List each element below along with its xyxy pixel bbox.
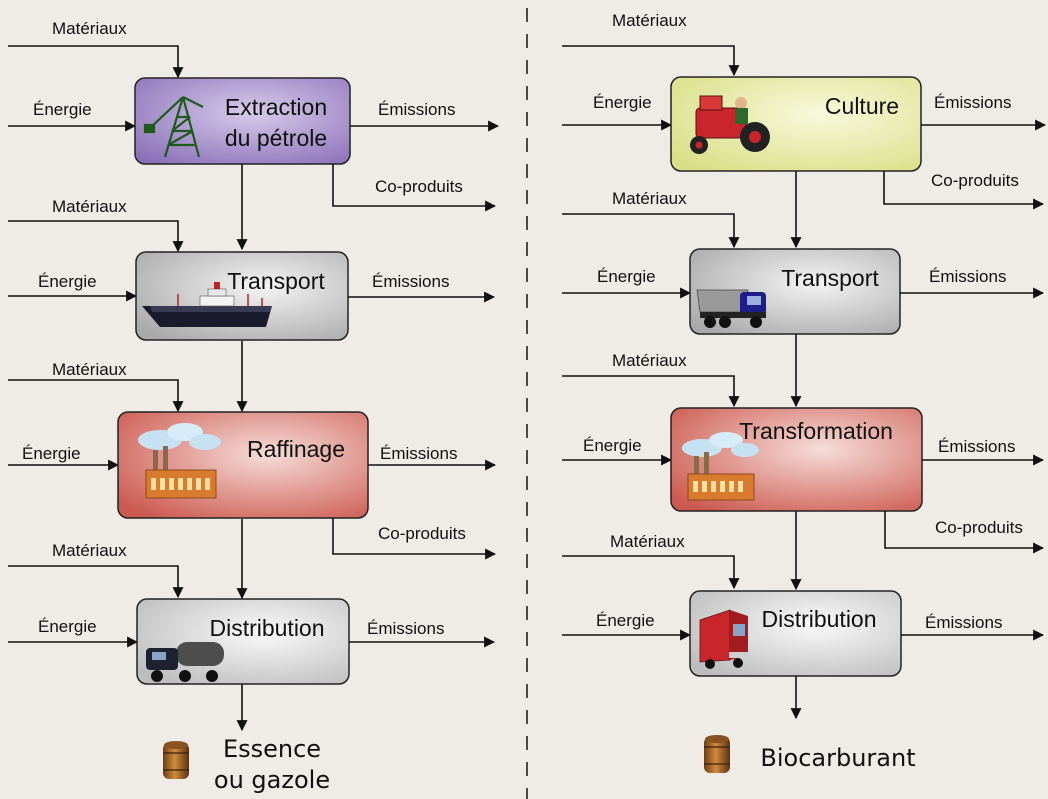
energie-label: Énergie bbox=[583, 436, 642, 455]
barrel-icon bbox=[704, 735, 730, 773]
petrole-chain: Matériaux Énergie Extraction du pétrole … bbox=[8, 19, 500, 794]
stage-title-petrole: du pétrole bbox=[225, 125, 327, 151]
coproduits-label: Co-produits bbox=[378, 524, 466, 543]
energie-label: Énergie bbox=[593, 93, 652, 112]
materiaux-label: Matériaux bbox=[612, 351, 687, 370]
stage-title-distribution: Distribution bbox=[761, 606, 876, 632]
stage-distribution: Matériaux Énergie Distribution Émissions bbox=[8, 541, 496, 685]
materiaux-label: Matériaux bbox=[52, 197, 127, 216]
energie-label: Énergie bbox=[597, 267, 656, 286]
emissions-label: Émissions bbox=[934, 93, 1011, 112]
product-essence-line2: ou gazole bbox=[214, 766, 330, 794]
stage-transport: Matériaux Énergie Transport Émissions bbox=[8, 197, 496, 341]
energie-label: Énergie bbox=[22, 444, 81, 463]
materiaux-label: Matériaux bbox=[52, 360, 127, 379]
dump-truck-icon bbox=[696, 289, 766, 328]
materiaux-label: Matériaux bbox=[610, 532, 685, 551]
materiaux-label: Matériaux bbox=[52, 19, 127, 38]
barrel-icon bbox=[163, 741, 189, 779]
stage-title-transport: Transport bbox=[227, 268, 325, 294]
stage-title-distribution: Distribution bbox=[209, 615, 324, 641]
factory-icon bbox=[682, 432, 759, 501]
stage-raffinage: Matériaux Énergie Raffinage Ém bbox=[8, 360, 497, 560]
stage-title-transport: Transport bbox=[781, 265, 879, 291]
stage-transport: Matériaux Énergie Transport Émissions bbox=[562, 189, 1045, 335]
emissions-label: Émissions bbox=[367, 619, 444, 638]
stage-distribution: Matériaux Énergie Distribution Émissions bbox=[562, 532, 1045, 677]
coproduits-label: Co-produits bbox=[375, 177, 463, 196]
tanker-truck-icon bbox=[146, 642, 224, 682]
ship-icon bbox=[142, 282, 272, 327]
product-biocarburant: Biocarburant bbox=[704, 735, 916, 773]
stage-extraction: Matériaux Énergie Extraction du pétrole … bbox=[8, 19, 500, 212]
stage-title-raffinage: Raffinage bbox=[247, 436, 345, 462]
materiaux-label: Matériaux bbox=[612, 11, 687, 30]
coproduits-label: Co-produits bbox=[931, 171, 1019, 190]
emissions-label: Émissions bbox=[378, 100, 455, 119]
emissions-label: Émissions bbox=[925, 613, 1002, 632]
bio-chain: Matériaux Énergie Culture Émissions Co-p… bbox=[562, 11, 1047, 773]
emissions-label: Émissions bbox=[929, 267, 1006, 286]
culture-box bbox=[670, 76, 922, 172]
stage-title-extraction: Extraction bbox=[225, 94, 327, 120]
tractor-icon bbox=[690, 95, 770, 154]
energie-label: Énergie bbox=[33, 100, 92, 119]
oil-derrick-icon bbox=[143, 96, 204, 158]
stage-title-culture: Culture bbox=[825, 93, 899, 119]
materiaux-label: Matériaux bbox=[612, 189, 687, 208]
emissions-label: Émissions bbox=[938, 437, 1015, 456]
energie-label: Énergie bbox=[38, 272, 97, 291]
coproduits-label: Co-produits bbox=[935, 518, 1023, 537]
emissions-label: Émissions bbox=[372, 272, 449, 291]
stage-culture: Matériaux Énergie Culture Émissions Co-p… bbox=[562, 11, 1047, 210]
red-truck-icon bbox=[699, 609, 749, 669]
factory-icon bbox=[138, 423, 221, 499]
energie-label: Énergie bbox=[596, 611, 655, 630]
stage-title-transformation: Transformation bbox=[739, 418, 893, 444]
stage-transformation: Matériaux Énergie Transformation Émissi bbox=[562, 351, 1045, 554]
emissions-label: Émissions bbox=[380, 444, 457, 463]
product-essence: Essence ou gazole bbox=[163, 735, 330, 794]
materiaux-label: Matériaux bbox=[52, 541, 127, 560]
energie-label: Énergie bbox=[38, 617, 97, 636]
product-essence-line1: Essence bbox=[223, 735, 321, 763]
product-biocarburant-label: Biocarburant bbox=[760, 744, 915, 772]
distribution-box bbox=[136, 598, 350, 685]
